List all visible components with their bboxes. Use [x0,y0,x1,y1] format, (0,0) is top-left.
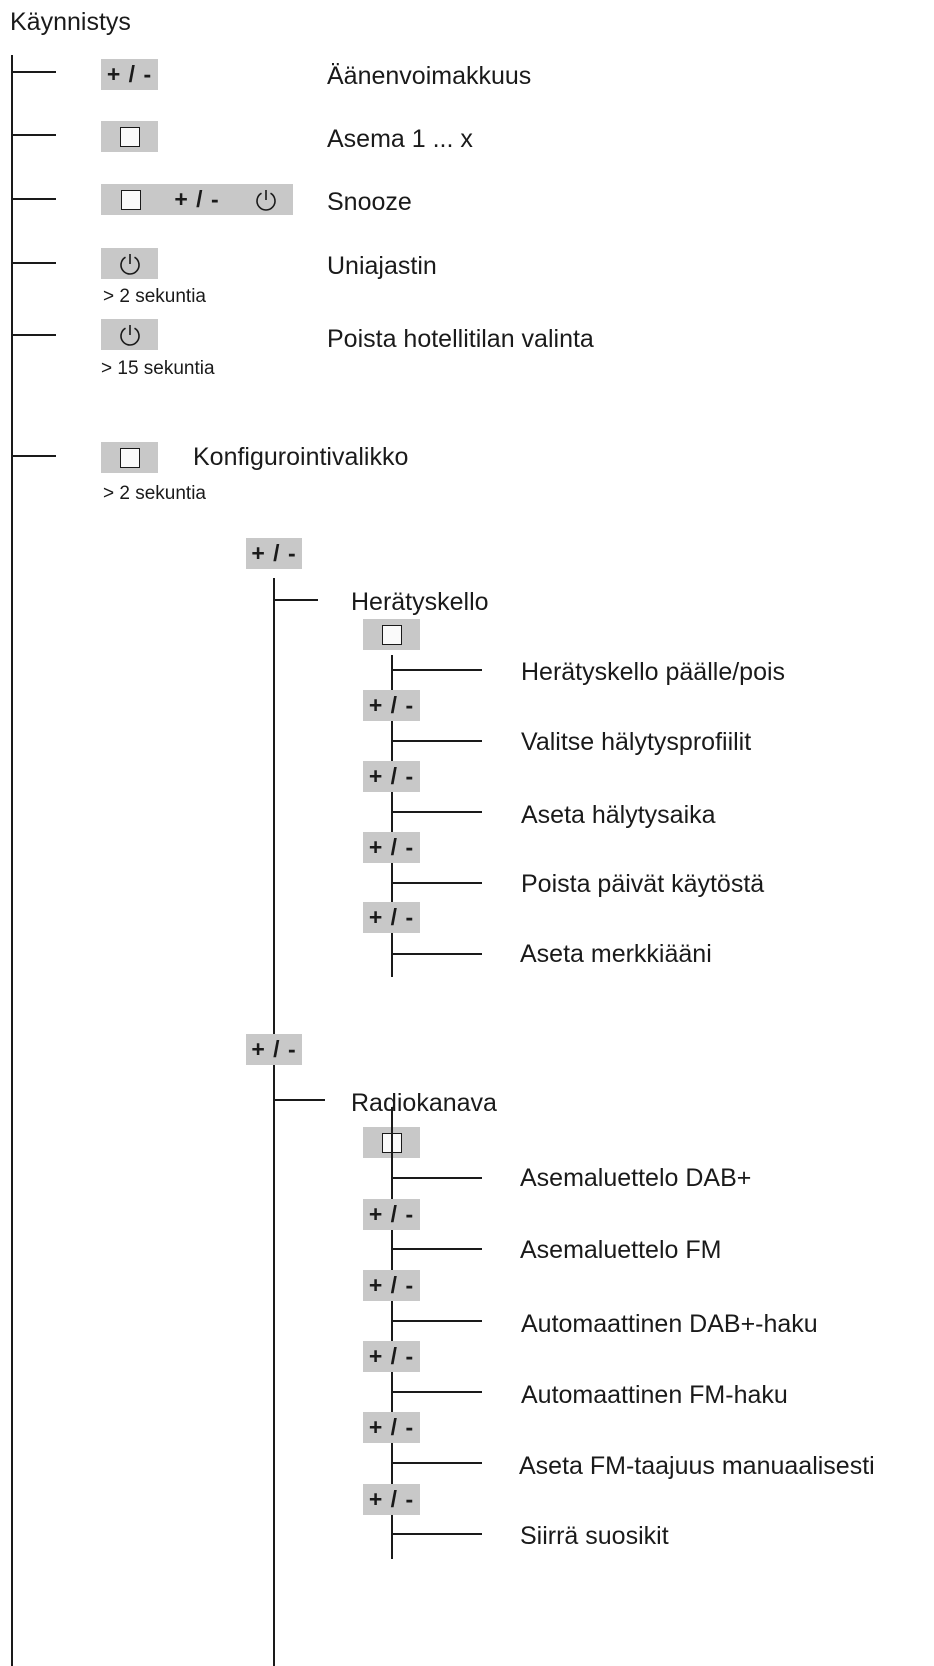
square-button-icon [119,447,140,468]
branch-line [391,1248,482,1250]
select-key [101,121,158,152]
alarm-item: Aseta merkkiääni [520,940,712,968]
branch-line [391,1177,482,1179]
branch-line [391,1533,482,1535]
power-icon [119,253,140,275]
plus-minus-key: + / - [363,832,420,863]
plus-minus-key: + / - [363,902,420,933]
branch-line [391,1391,482,1393]
radio-item: Automaattinen DAB+-haku [521,1310,818,1338]
plus-minus-key: + / - [363,1412,420,1443]
hotel-mode-label: Poista hotellitilan valinta [327,325,594,353]
branch-line [391,1320,482,1322]
branch-line [11,198,56,200]
branch-line [11,455,56,457]
config-menu-duration-note: > 2 sekuntia [103,483,206,504]
alarm-item: Herätyskello päälle/pois [521,658,786,686]
radio-subtree-line [391,1107,393,1559]
power-key [101,248,158,279]
alarm-item: Poista päivät käytöstä [521,870,765,898]
snooze-key-combo: + / - [101,184,293,215]
radio-item: Siirrä suosikit [520,1522,669,1550]
plus-minus-key: + / - [101,59,158,90]
branch-line [391,811,482,813]
branch-line [391,740,482,742]
radio-item: Aseta FM-taajuus manuaalisesti [519,1452,875,1480]
plus-minus-key: + / - [363,1270,420,1301]
config-trunk-line [273,578,275,1666]
branch-line [391,882,482,884]
root-title: Käynnistys [10,8,131,36]
plus-minus-key: + / - [246,538,302,569]
plus-minus-key: + / - [363,761,420,792]
select-key [101,442,158,473]
plus-minus-key: + / - [363,1484,420,1515]
branch-line [391,1462,482,1464]
alarm-item: Aseta hälytysaika [521,801,716,829]
branch-line [11,71,56,73]
plus-minus-key: + / - [363,690,420,721]
square-button-icon [121,189,141,210]
radio-item: Asemaluettelo FM [520,1236,722,1264]
config-menu-label: Konfigurointivalikko [193,443,409,471]
power-key [101,319,158,350]
alarm-title: Herätyskello [351,588,489,616]
radio-item: Automaattinen FM-haku [521,1381,788,1409]
plus-minus-key: + / - [174,186,220,212]
plus-minus-key: + / - [363,1341,420,1372]
volume-label: Äänenvoimakkuus [327,62,532,90]
radio-title: Radiokanava [351,1089,497,1117]
alarm-subtree-line [391,655,393,977]
square-button-icon [381,624,402,645]
branch-line [273,599,318,601]
station-label: Asema 1 ... x [327,125,473,153]
branch-line [11,134,56,136]
sleep-timer-label: Uniajastin [327,252,437,280]
radio-item: Asemaluettelo DAB+ [520,1164,752,1192]
branch-line [391,953,482,955]
sleep-timer-duration-note: > 2 sekuntia [103,286,206,307]
alarm-item: Valitse hälytysprofiilit [521,728,752,756]
power-icon [119,324,140,346]
snooze-label: Snooze [327,188,412,216]
hotel-mode-duration-note: > 15 sekuntia [101,358,215,379]
branch-line [273,1099,325,1101]
branch-line [391,669,482,671]
plus-minus-key: + / - [363,1199,420,1230]
power-icon [256,189,276,211]
select-key [363,619,420,650]
branch-line [11,262,56,264]
plus-minus-key: + / - [246,1034,302,1065]
branch-line [11,334,56,336]
main-trunk-line [11,55,13,1666]
square-button-icon [119,126,140,147]
